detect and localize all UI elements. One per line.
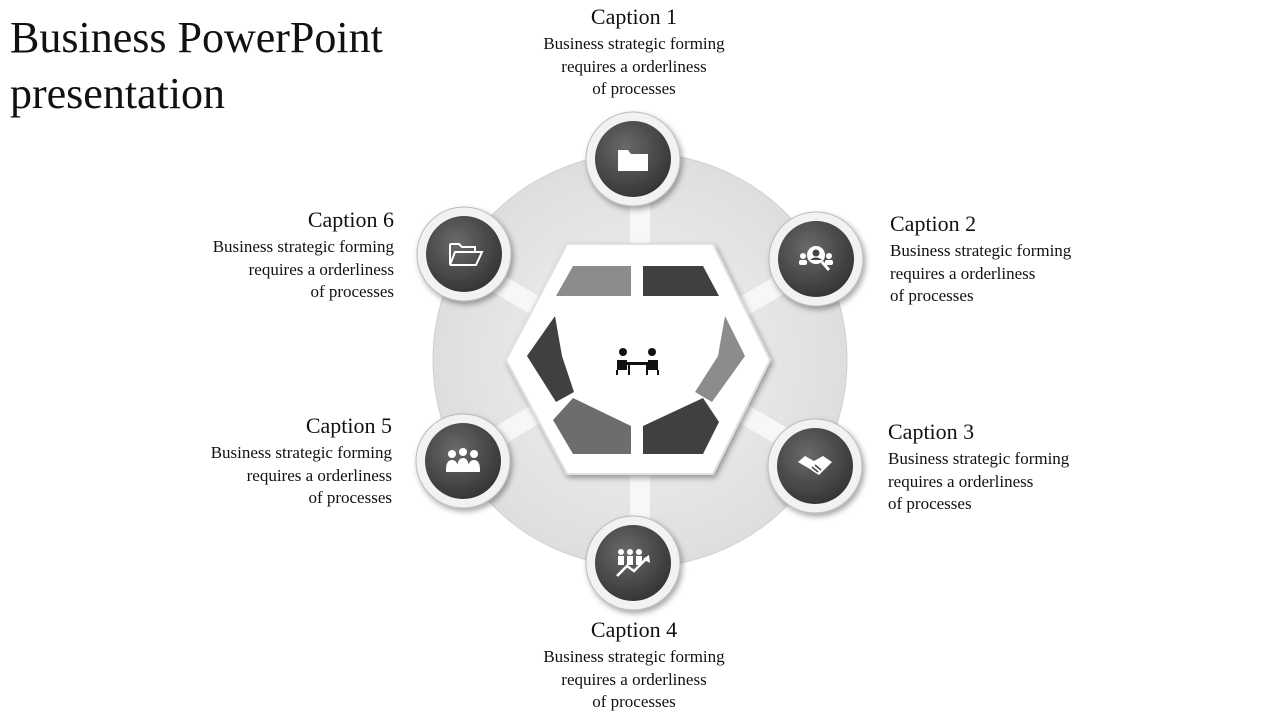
caption-heading: Caption 2 xyxy=(890,211,977,236)
open-folder-icon xyxy=(449,243,484,266)
segment-left-upper xyxy=(527,316,574,402)
caption-line: of processes xyxy=(592,79,676,98)
team-growth-icon xyxy=(616,549,650,577)
caption-text: Business strategic forming requires a or… xyxy=(504,33,764,101)
people-search-icon xyxy=(799,246,833,271)
caption-2: Caption 2 Business strategic forming req… xyxy=(890,210,1150,308)
title-line-1: Business PowerPoint xyxy=(10,13,383,62)
caption-line: requires a orderliness xyxy=(246,465,392,485)
caption-line: Business strategic forming xyxy=(210,443,392,462)
caption-line: Business strategic forming xyxy=(890,241,1072,260)
caption-line: Business strategic forming xyxy=(212,237,394,256)
segment-bottom-left xyxy=(553,398,631,454)
caption-heading: Caption 3 xyxy=(888,419,975,444)
group-meeting-icon xyxy=(446,448,480,472)
caption-line: of processes xyxy=(888,494,972,513)
caption-heading: Caption 4 xyxy=(590,617,678,642)
caption-line: requires a orderliness xyxy=(888,471,1034,491)
title-line-2: presentation xyxy=(10,69,226,118)
segment-bottom-right xyxy=(643,398,719,454)
caption-heading: Caption 5 xyxy=(305,413,392,438)
caption-text: Business strategic forming requires a or… xyxy=(890,240,1150,308)
segment-top-right xyxy=(643,266,719,296)
caption-6: Caption 6 Business strategic forming req… xyxy=(134,206,394,304)
connector-spokes xyxy=(493,195,787,530)
caption-heading: Caption 6 xyxy=(307,207,394,232)
caption-line: Business strategic forming xyxy=(543,34,725,53)
folder-icon xyxy=(618,150,648,171)
caption-5: Caption 5 Business strategic forming req… xyxy=(132,412,392,510)
caption-1: Caption 1 Business strategic forming req… xyxy=(504,3,764,101)
handshake-icon xyxy=(798,456,832,475)
node-6 xyxy=(416,206,512,302)
caption-line: of processes xyxy=(310,282,394,301)
business-meeting-icon xyxy=(616,348,659,375)
caption-heading: Caption 1 xyxy=(590,4,678,29)
caption-text: Business strategic forming requires a or… xyxy=(504,646,764,714)
hexagon-segments xyxy=(527,266,745,454)
caption-line: Business strategic forming xyxy=(543,647,725,666)
caption-text: Business strategic forming requires a or… xyxy=(134,236,394,304)
caption-text: Business strategic forming requires a or… xyxy=(132,442,392,510)
caption-text: Business strategic forming requires a or… xyxy=(888,448,1148,516)
page-title: Business PowerPoint presentation xyxy=(10,10,530,122)
caption-line: of processes xyxy=(308,488,392,507)
caption-line: of processes xyxy=(592,692,676,711)
caption-line: requires a orderliness xyxy=(561,669,707,689)
caption-line: Business strategic forming xyxy=(888,449,1070,468)
segment-right-upper xyxy=(695,316,745,402)
caption-4: Caption 4 Business strategic forming req… xyxy=(504,616,764,714)
caption-line: requires a orderliness xyxy=(248,259,394,279)
caption-3: Caption 3 Business strategic forming req… xyxy=(888,418,1148,516)
segment-top-left xyxy=(556,266,631,296)
caption-line: requires a orderliness xyxy=(561,56,707,76)
caption-line: requires a orderliness xyxy=(890,263,1036,283)
caption-line: of processes xyxy=(890,286,974,305)
